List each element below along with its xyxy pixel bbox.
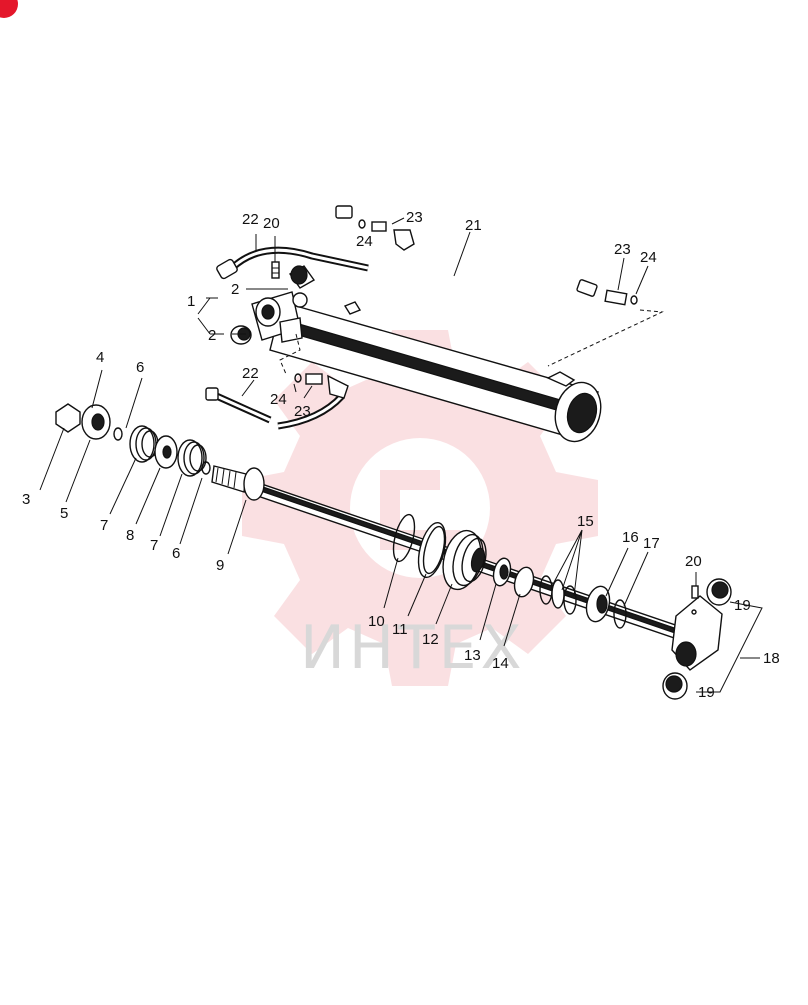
callout-10: 10 (368, 613, 385, 630)
callout-4: 4 (96, 349, 104, 366)
callout-5: 5 (60, 505, 68, 522)
adapter-fitting-right (604, 289, 638, 306)
corner-badge (0, 0, 18, 18)
upper-hose (216, 246, 369, 280)
callout-20: 20 (685, 553, 702, 570)
callout-6: 6 (136, 359, 144, 376)
callout-3: 3 (22, 491, 30, 508)
callout-2: 2 (208, 327, 216, 344)
callout-7: 7 (150, 537, 158, 554)
callout-24: 24 (640, 249, 657, 266)
callout-17: 17 (643, 535, 660, 552)
lower-hose (205, 387, 345, 430)
bushing-right-upper (706, 578, 732, 606)
cap-washer (81, 404, 111, 440)
callout-24: 24 (356, 233, 373, 250)
callout-15: 15 (577, 513, 594, 530)
connector-dash-right (547, 309, 664, 367)
elbow-fitting-lower (294, 373, 349, 399)
callout-20: 20 (263, 215, 280, 232)
callout-23: 23 (406, 209, 423, 226)
stop-tube (585, 585, 611, 623)
grease-fitting-upper (271, 261, 280, 279)
grease-fitting-lower (691, 585, 699, 599)
callout-7: 7 (100, 517, 108, 534)
spacer (513, 566, 535, 598)
callout-2: 2 (231, 281, 239, 298)
backup-ring (392, 513, 416, 563)
wear-ring (492, 557, 512, 587)
callout-18: 18 (763, 650, 780, 667)
callout-12: 12 (422, 631, 439, 648)
packing-washer (154, 435, 178, 469)
callout-21: 21 (465, 217, 482, 234)
callout-22: 22 (242, 211, 259, 228)
elbow-fitting-upper (358, 219, 415, 251)
callout-16: 16 (622, 529, 639, 546)
chevron-packing-right (177, 439, 207, 477)
rod-guide-collar (243, 467, 265, 501)
watermark-text: ИНТЕХ (300, 613, 526, 683)
callout-8: 8 (126, 527, 134, 544)
hydraulic-tube (313, 205, 598, 299)
o-ring-left (113, 427, 123, 441)
callout-19: 19 (698, 684, 715, 701)
callout-14: 14 (492, 655, 509, 672)
o-ring-right (201, 461, 211, 475)
leader-lines (39, 217, 763, 693)
rod-end-block (671, 595, 723, 671)
piston (442, 529, 487, 591)
nut (55, 403, 81, 433)
connector-dash-left (279, 333, 301, 375)
callout-labels: 1 2 2 3 4 5 6 6 7 7 8 9 10 11 12 13 14 1… (22, 209, 780, 701)
bushing-upper (288, 265, 316, 289)
callout-23: 23 (614, 241, 631, 258)
callout-22: 22 (242, 365, 259, 382)
bushing-lower-left (230, 325, 252, 345)
bushing-right-lower (662, 672, 688, 700)
cylinder-barrel (269, 301, 602, 443)
callout-23: 23 (294, 403, 311, 420)
retaining-ring (613, 599, 627, 629)
chevron-packing-left (129, 425, 159, 463)
seal-rings-set (539, 575, 577, 615)
callout-19: 19 (734, 597, 751, 614)
callout-13: 13 (464, 647, 481, 664)
callout-6: 6 (172, 545, 180, 562)
piston-seal (417, 521, 447, 579)
callout-9: 9 (216, 557, 224, 574)
callout-11: 11 (392, 621, 408, 638)
callout-24: 24 (270, 391, 287, 408)
callout-1: 1 (187, 293, 195, 310)
